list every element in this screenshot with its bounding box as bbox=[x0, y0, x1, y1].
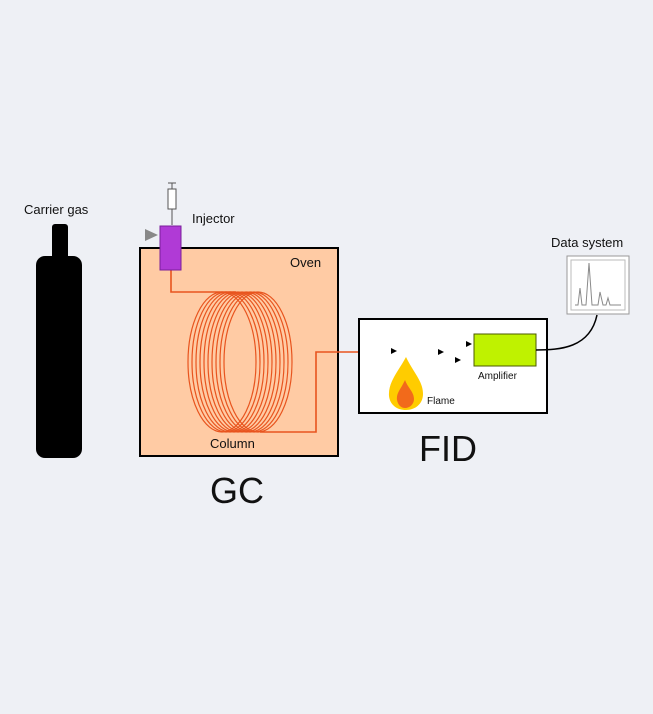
chromatogram-icon bbox=[566, 255, 630, 315]
signal-cable bbox=[535, 314, 598, 351]
fid-label: FID bbox=[419, 428, 477, 469]
data-system-label: Data system bbox=[551, 235, 624, 250]
gc-label: GC bbox=[210, 470, 264, 511]
syringe-icon bbox=[167, 182, 177, 225]
flame-label: Flame bbox=[427, 396, 455, 407]
ion-arrows bbox=[391, 341, 472, 363]
amplifier-label: Amplifier bbox=[478, 371, 517, 382]
gas-cylinder-icon bbox=[36, 224, 82, 458]
carrier-gas-label: Carrier gas bbox=[24, 202, 89, 217]
injector-arrow-icon bbox=[145, 229, 158, 241]
injector-label: Injector bbox=[192, 211, 235, 226]
injector-body bbox=[159, 225, 182, 271]
oven-box bbox=[139, 247, 339, 457]
amplifier-box bbox=[473, 333, 537, 367]
oven-label: Oven bbox=[290, 255, 322, 270]
flame-icon bbox=[388, 357, 423, 410]
column-tubing bbox=[170, 270, 360, 433]
column-label: Column bbox=[210, 436, 255, 451]
